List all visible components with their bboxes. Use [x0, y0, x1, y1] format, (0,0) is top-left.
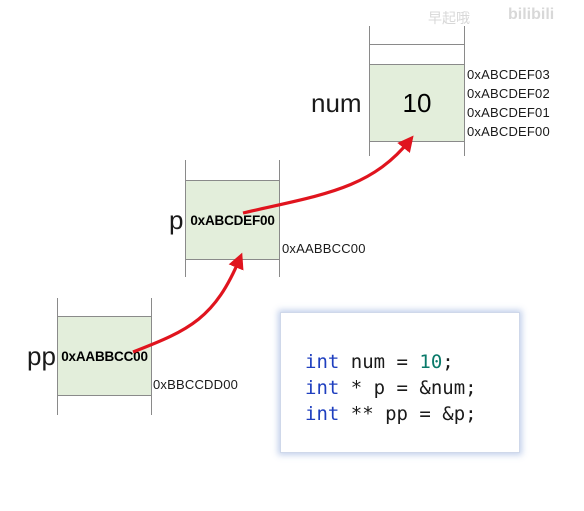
arrow-pp-to-p	[132, 252, 244, 354]
p-cell: 0xABCDEF00	[186, 180, 279, 260]
pp-value: 0xAABBCC00	[61, 348, 148, 364]
code-keyword: int	[305, 377, 340, 399]
p-value: 0xABCDEF00	[190, 212, 275, 228]
num-value: 10	[402, 87, 432, 118]
pp-cell: 0xAABBCC00	[58, 316, 151, 396]
num-address-2: 0xABCDEF02	[467, 86, 550, 101]
code-line-1: int num = 10;	[305, 351, 454, 373]
pp-label: pp	[27, 341, 56, 371]
p-label: p	[169, 205, 184, 235]
code-literal: 10	[419, 351, 443, 373]
code-keyword: int	[305, 351, 340, 373]
num-label: num	[311, 88, 362, 118]
watermark-site: bilibili	[508, 6, 555, 23]
num-address-1: 0xABCDEF01	[467, 105, 550, 120]
code-line-2: int * p = &num;	[305, 377, 477, 399]
code-keyword: int	[305, 403, 340, 425]
num-address-3: 0xABCDEF03	[467, 67, 550, 82]
p-address: 0xAABBCC00	[282, 241, 366, 256]
num-address-0: 0xABCDEF00	[467, 124, 550, 139]
code-line-3: int ** pp = &p;	[305, 403, 477, 425]
num-cell: 10	[370, 64, 464, 142]
arrow-p-to-num	[242, 135, 414, 215]
pp-address: 0xBBCCDD00	[153, 377, 239, 392]
code-snippet-box: int num = 10; int * p = &num; int ** pp …	[280, 312, 520, 453]
watermark-author: 早起哦	[428, 10, 470, 26]
